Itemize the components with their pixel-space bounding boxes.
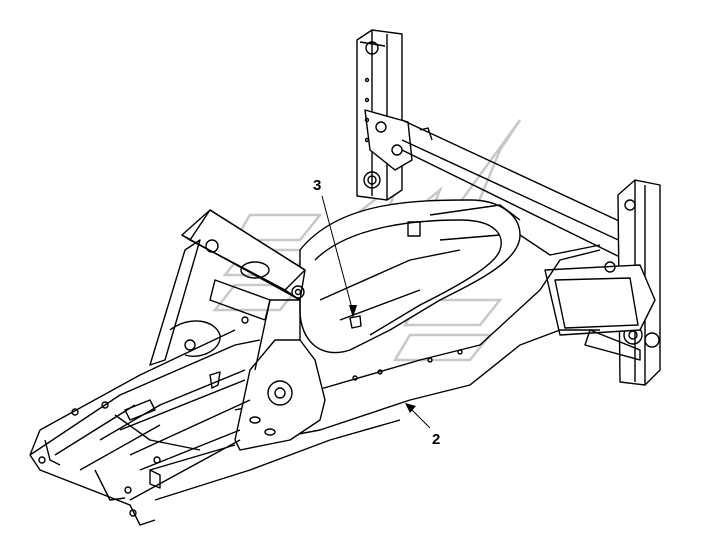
center-tunnel xyxy=(299,199,601,354)
left-upright-post xyxy=(356,29,413,201)
right-upright-post xyxy=(544,179,661,386)
callout-3: 3 xyxy=(313,177,357,318)
pivot-gusset xyxy=(234,299,326,451)
callout-3-arrowhead xyxy=(349,305,357,318)
callout-2-leader xyxy=(409,407,431,429)
loader-frame xyxy=(29,29,661,526)
callout-3-leader xyxy=(321,195,354,313)
callout-3-label: 3 xyxy=(313,177,321,194)
front-chassis xyxy=(29,329,261,526)
callout-2-arrowhead xyxy=(405,403,416,413)
callout-2-label: 2 xyxy=(432,431,440,448)
rear-crossbeam xyxy=(401,119,661,263)
callout-2: 2 xyxy=(405,403,440,448)
front-tower xyxy=(149,209,306,366)
